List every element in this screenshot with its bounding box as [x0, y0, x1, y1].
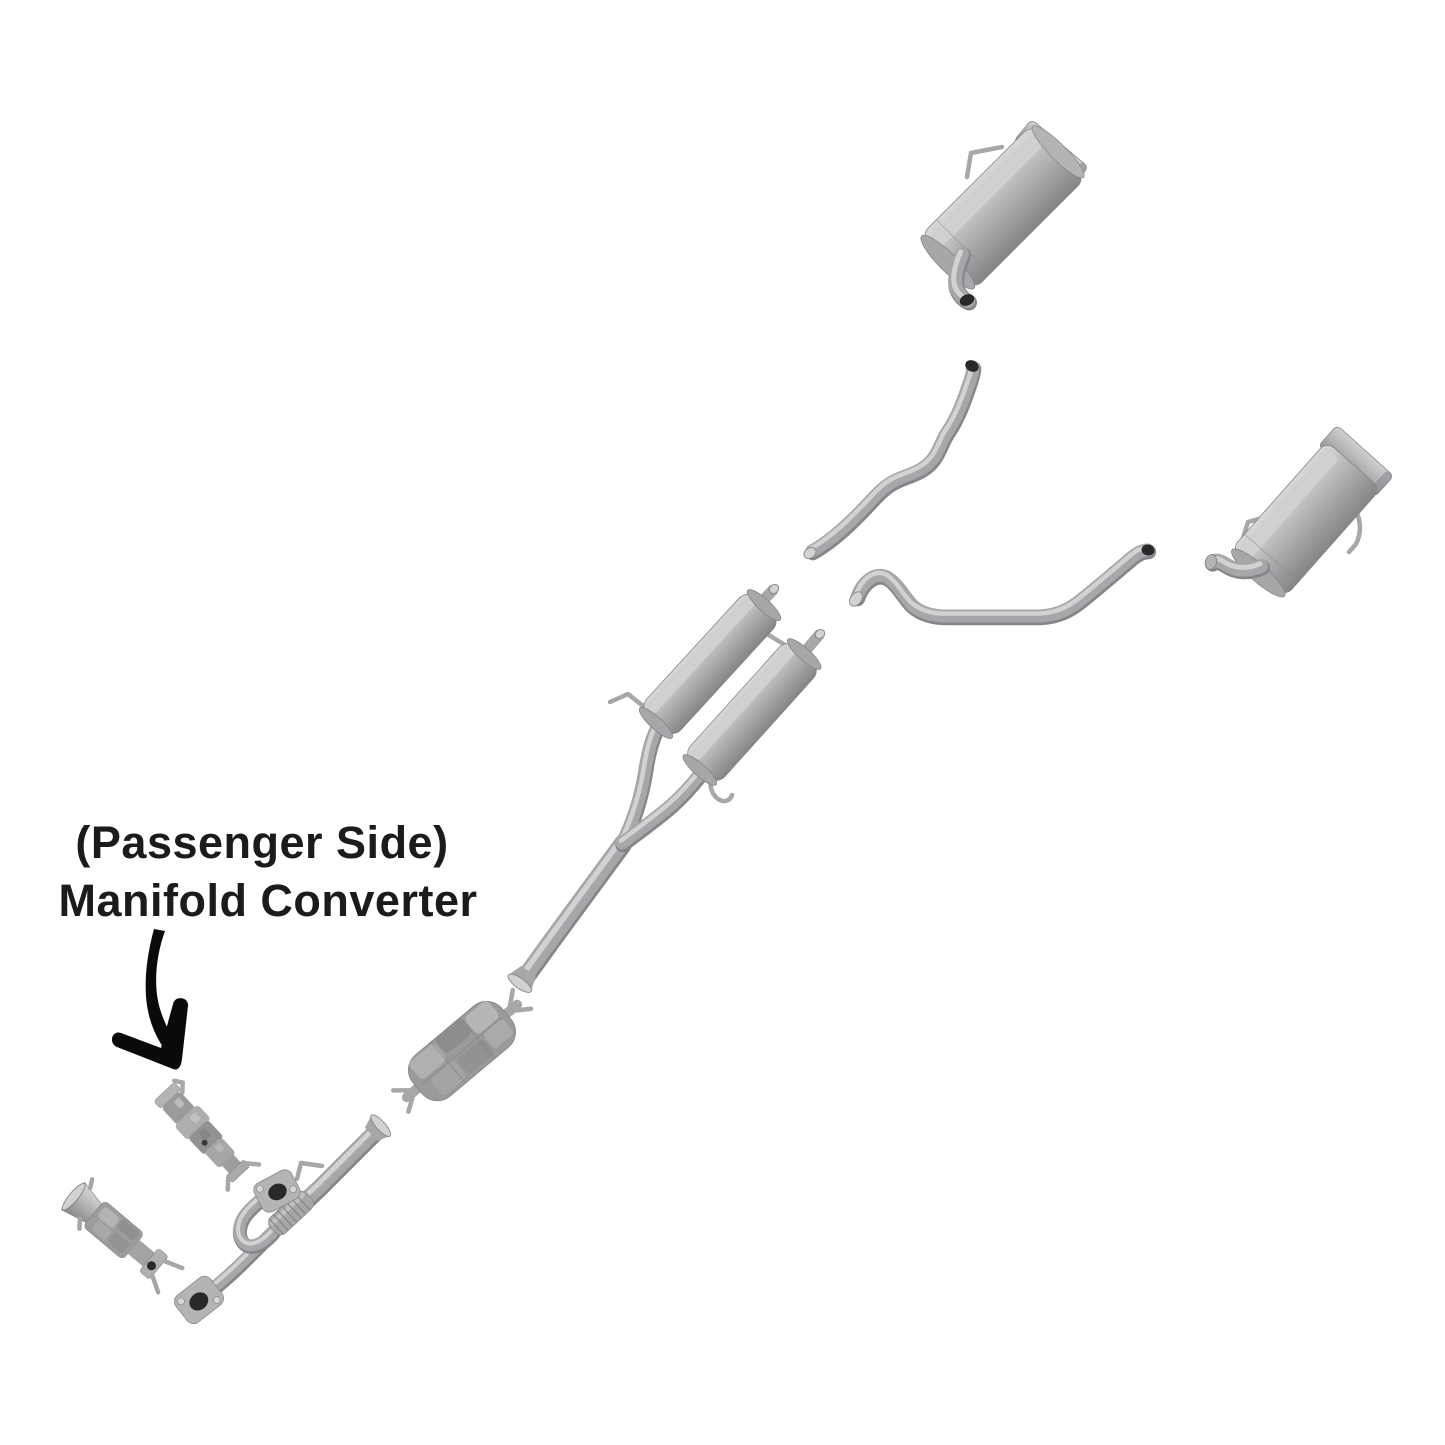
part-rear-muffler-assembly-lower: [1204, 426, 1392, 598]
front-flange-upper: [253, 1169, 301, 1213]
part-driver-side-manifold-converter: [60, 1177, 185, 1295]
part-mid-pipe-catalytic-converter: [390, 987, 534, 1114]
part-passenger-side-manifold-converter: [154, 1078, 262, 1192]
part-front-y-pipe-with-flex: [174, 1114, 392, 1325]
part-dual-resonator-y-pipe-assembly: [507, 584, 826, 993]
part-lower-intermediate-pipe: [849, 543, 1156, 618]
annotation-line1: (Passenger Side): [75, 817, 448, 868]
annotation-line2: Manifold Converter: [58, 875, 477, 926]
resonator-rear: [682, 638, 822, 786]
annotation-arrow-icon: [111, 929, 189, 1070]
resonator-front: [638, 589, 782, 739]
front-flange-lower: [174, 1275, 224, 1325]
part-rear-muffler-assembly-upper: [920, 121, 1087, 308]
part-upper-intermediate-pipe: [803, 360, 981, 561]
